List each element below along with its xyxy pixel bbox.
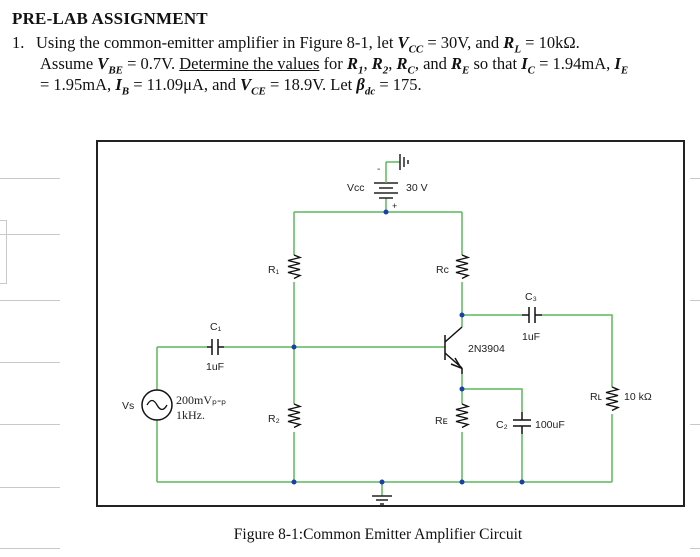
rc-resistor-icon xyxy=(455,254,471,280)
vs-amplitude: 200mVₚ-ₚ xyxy=(176,393,226,407)
vcc-plus-sign: + xyxy=(392,201,397,211)
c3-capacitor-icon xyxy=(522,307,542,323)
r2-resistor-icon xyxy=(287,403,303,429)
transistor-label: 2N3904 xyxy=(468,343,505,355)
problem-line-1: Using the common-emitter amplifier in Fi… xyxy=(36,33,580,56)
problem-line-2: Assume VBE = 0.7V. Determine the values … xyxy=(40,54,629,77)
ground-icon xyxy=(372,495,392,505)
page-heading: PRE-LAB ASSIGNMENT xyxy=(12,9,208,28)
c1-label: C₁ xyxy=(210,321,222,333)
margin-tab xyxy=(0,220,7,284)
vcc-value: 30 V xyxy=(406,182,428,194)
c1-value: 1uF xyxy=(206,361,224,373)
figure-caption: Figure 8-1:Common Emitter Amplifier Circ… xyxy=(233,526,523,543)
vs-frequency: 1kHz. xyxy=(176,408,205,422)
c2-label: C₂ xyxy=(496,419,508,431)
junction-dots xyxy=(291,209,525,485)
battery-minus: - xyxy=(377,164,380,175)
wires xyxy=(156,198,613,496)
r1-resistor-icon xyxy=(287,254,303,280)
rl-resistor-icon xyxy=(605,386,621,412)
r2-label: R₂ xyxy=(268,413,280,425)
c1-capacitor-icon xyxy=(207,339,224,355)
capacitors xyxy=(207,307,542,434)
circuit-diagram: - xyxy=(122,154,652,505)
problem-number: 1. xyxy=(12,33,25,52)
vs-label: Vs xyxy=(122,400,134,412)
ac-source-icon xyxy=(141,389,173,421)
c2-value: 100uF xyxy=(535,419,565,431)
vcc-stub xyxy=(385,161,400,183)
rl-value: 10 kΩ xyxy=(624,391,652,403)
resistors xyxy=(287,254,621,429)
problem-line-3: = 1.95mA, IB = 11.09μA, and VCE = 18.9V.… xyxy=(40,75,422,98)
vcc-label: Vcc xyxy=(347,182,365,194)
rc-label: Rc xyxy=(436,264,449,276)
c2-capacitor-icon xyxy=(513,412,531,434)
r1-label: R₁ xyxy=(268,264,280,276)
c3-label: C₃ xyxy=(525,291,537,303)
transistor-icon xyxy=(444,326,463,374)
re-label: Rᴇ xyxy=(435,415,448,427)
top-ground-icon xyxy=(399,154,409,170)
re-resistor-icon xyxy=(455,403,471,429)
c3-value: 1uF xyxy=(522,331,540,343)
battery-icon xyxy=(374,182,398,199)
rl-label: Rʟ xyxy=(590,391,602,403)
circuit-figure: - xyxy=(96,140,685,507)
